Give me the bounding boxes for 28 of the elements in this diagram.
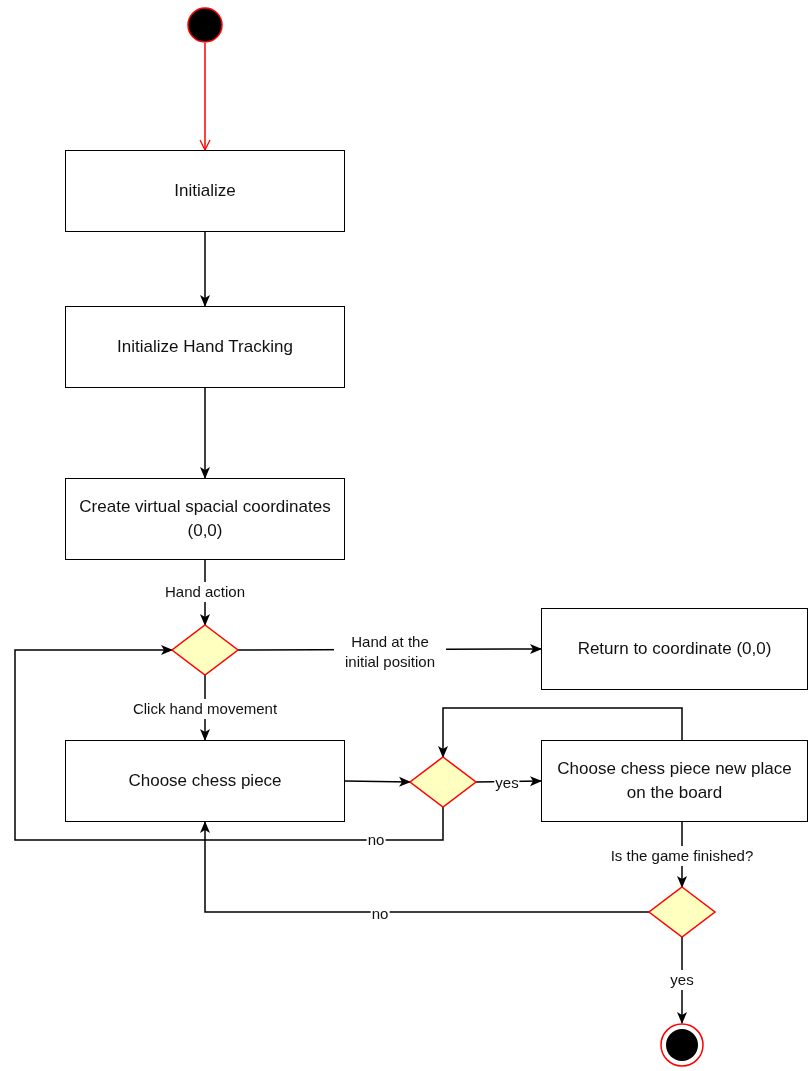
arrow [200,387,210,479]
action-box [541,608,808,690]
edge-label: Click hand movement [131,699,279,719]
start-node [187,7,223,43]
action-box [541,740,808,822]
action-text: Create virtual spacial coordinates (0,0) [78,496,332,542]
arrow [344,776,411,787]
arrow [200,821,650,913]
action-box [65,150,345,232]
action-text: Choose chess piece [128,770,282,792]
decision-diamond [410,757,476,807]
edge-label: Hand action [163,582,247,602]
action-text: Initialize [174,180,236,202]
decision-diamond [172,625,238,675]
arrow [200,231,210,307]
end-node [660,1023,704,1067]
action-box [65,306,345,388]
action-text: Choose chess piece new place on the board [556,758,793,804]
action-text: Initialize Hand Tracking [117,336,293,358]
edge-label: yes [669,970,695,990]
action-box [65,478,345,560]
action-text: Return to coordinate (0,0) [577,638,772,660]
arrow [199,42,211,151]
action-box [65,740,345,822]
arrow [438,707,683,758]
edge-label: Is the game finished? [609,846,755,866]
decision-diamond [649,887,715,937]
arrow [14,645,444,841]
